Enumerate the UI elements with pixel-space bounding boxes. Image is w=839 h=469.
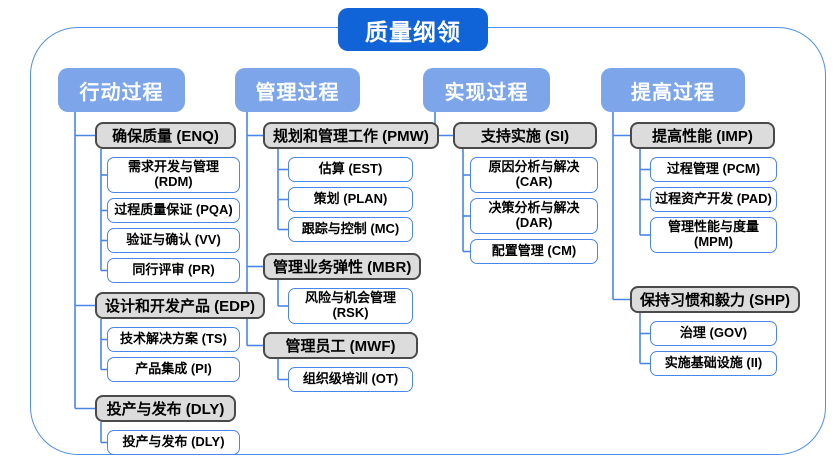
process-item-pr: 同行评审 (PR) — [107, 257, 240, 283]
process-item-ot: 组织级培训 (OT) — [288, 366, 413, 392]
column-3-header: 实现过程 — [423, 68, 550, 112]
column-1: 行动过程确保质量 (ENQ) 需求开发与管理 (RDM) 过程质量保证 (PQA) 验… — [58, 68, 266, 455]
process-item-dly: 投产与发布 (DLY) — [107, 429, 240, 455]
column-3: 实现过程支持实施 (SI) 原因分析与解决 (CAR) 决策分析与解决 (DAR) 配… — [423, 68, 598, 264]
process-group-edp: 设计和开发产品 (EDP) — [95, 291, 266, 319]
column-4-header: 提高过程 — [601, 68, 745, 112]
process-item-cm: 配置管理 (CM) — [470, 238, 598, 264]
column-2: 管理过程规划和管理工作 (PMW) 估算 (EST) 策划 (PLAN) 跟踪与控制 … — [235, 68, 439, 392]
process-item-pi: 产品集成 (PI) — [107, 356, 240, 382]
process-item-pqa: 过程质量保证 (PQA) — [107, 197, 240, 223]
process-group-enq: 确保质量 (ENQ) — [95, 122, 236, 149]
process-item-mpm: 管理性能与度量 (MPM) — [650, 217, 777, 253]
process-item-plan: 策划 (PLAN) — [288, 187, 413, 212]
process-group-shp: 保持习惯和毅力 (SHP) — [630, 285, 801, 313]
process-item-ts: 技术解决方案 (TS) — [107, 326, 240, 352]
process-item-gov: 治理 (GOV) — [650, 320, 777, 346]
column-1-header: 行动过程 — [58, 68, 185, 112]
process-item-ii: 实施基础设施 (II) — [650, 350, 777, 376]
process-item-rdm: 需求开发与管理 (RDM) — [107, 157, 240, 193]
diagram-title: 质量纲领 — [338, 8, 488, 51]
process-item-pcm: 过程管理 (PCM) — [650, 157, 777, 182]
process-item-rsk: 风险与机会管理 (RSK) — [288, 288, 413, 324]
process-group-pmw: 规划和管理工作 (PMW) — [263, 122, 439, 149]
process-group-mwf: 管理员工 (MWF) — [263, 331, 418, 359]
process-item-est: 估算 (EST) — [288, 157, 413, 182]
process-item-vv: 验证与确认 (VV) — [107, 227, 240, 253]
process-item-mc: 跟踪与控制 (MC) — [288, 217, 413, 242]
process-group-mbr: 管理业务弹性 (MBR) — [263, 253, 422, 280]
process-item-pad: 过程资产开发 (PAD) — [650, 187, 777, 212]
process-group-imp: 提高性能 (IMP) — [630, 122, 775, 149]
process-group-dly: 投产与发布 (DLY) — [95, 394, 236, 422]
column-2-header: 管理过程 — [235, 68, 360, 112]
column-4: 提高过程提高性能 (IMP) 过程管理 (PCM) 过程资产开发 (PAD) 管理性能… — [601, 68, 801, 376]
process-item-car: 原因分析与解决 (CAR) — [470, 157, 598, 193]
process-group-si: 支持实施 (SI) — [453, 122, 597, 149]
process-item-dar: 决策分析与解决 (DAR) — [470, 197, 598, 234]
